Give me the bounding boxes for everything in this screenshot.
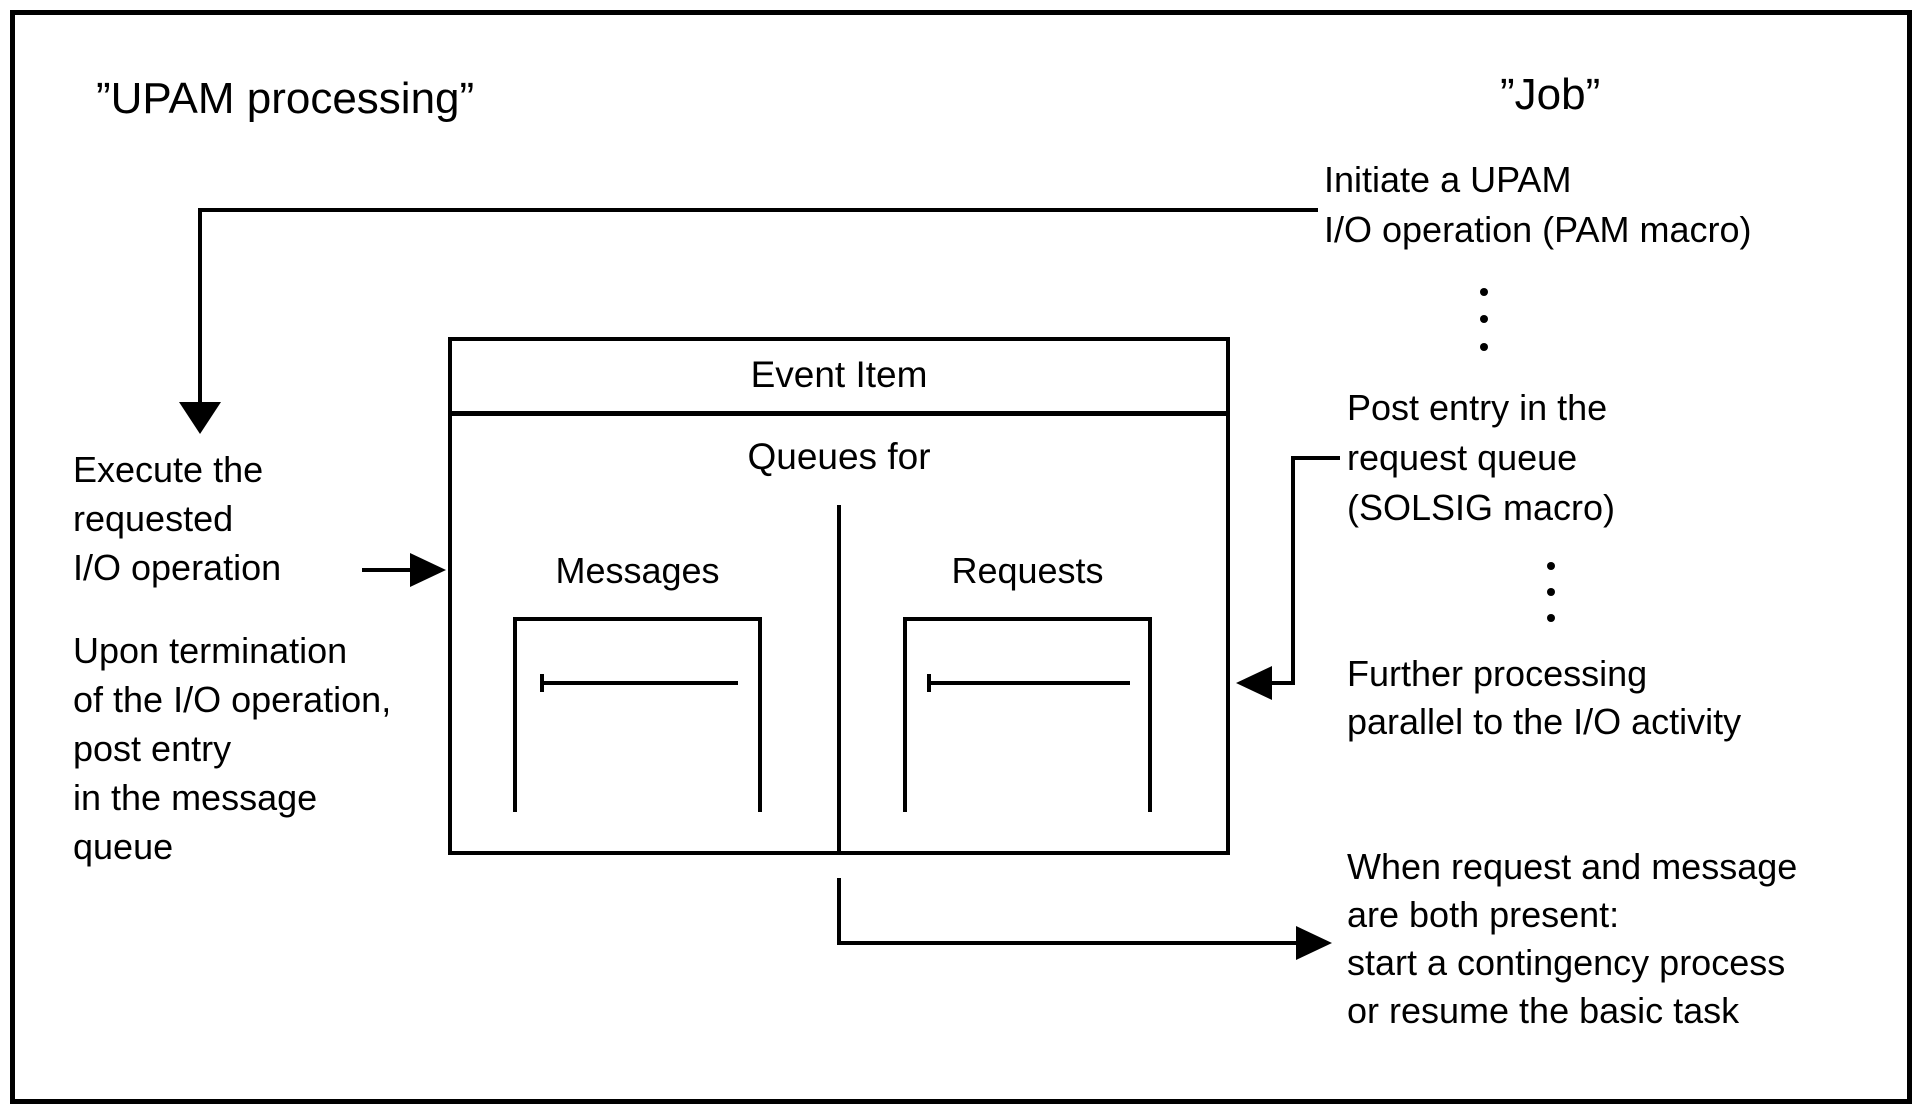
messages-queue-entry-line	[540, 681, 738, 685]
messages-queue-shape	[513, 617, 762, 812]
job-title: ”Job”	[1500, 70, 1601, 119]
upon-termination-note: Upon termination of the I/O operation, p…	[73, 630, 392, 867]
event-item-header-divider	[448, 411, 1230, 416]
connector-post-entry-stub	[1291, 456, 1340, 460]
ellipsis-dot	[1547, 562, 1555, 570]
requests-queue-shape	[903, 617, 1152, 812]
connector-execute-line	[362, 568, 412, 572]
arrowhead-left-into-box-icon	[1236, 666, 1272, 700]
connector-post-entry-vertical-line	[1291, 456, 1295, 685]
requests-label: Requests	[951, 550, 1104, 591]
event-item-header-label: Event Item	[750, 354, 928, 395]
messages-queue-entry-tick	[540, 674, 544, 692]
ellipsis-dot	[1547, 588, 1555, 596]
arrowhead-right-bottom-icon	[1296, 926, 1332, 960]
ellipsis-dot	[1480, 343, 1488, 351]
post-entry-note: Post entry in the request queue (SOLSIG …	[1347, 387, 1616, 528]
further-processing-note: Further processing parallel to the I/O a…	[1347, 653, 1742, 742]
requests-queue-entry-tick	[927, 674, 931, 692]
execute-io-note: Execute the requested I/O operation	[73, 449, 282, 588]
ellipsis-dot	[1480, 315, 1488, 323]
connector-bottom-vertical-line	[837, 878, 841, 945]
ellipsis-dot	[1480, 288, 1488, 296]
when-request-note: When request and message are both presen…	[1347, 846, 1798, 1031]
connector-bottom-horizontal-line	[837, 941, 1298, 945]
connector-initiate-horizontal-line	[198, 208, 1318, 212]
queue-divider-line	[837, 505, 841, 855]
connector-initiate-vertical-line	[198, 208, 202, 404]
arrowhead-down-icon	[179, 402, 221, 434]
diagram-frame	[10, 10, 1912, 1104]
requests-queue-entry-line	[927, 681, 1130, 685]
arrowhead-right-into-box-icon	[410, 553, 446, 587]
connector-post-entry-link	[1270, 681, 1295, 685]
ellipsis-dot	[1547, 614, 1555, 622]
initiate-upam-note: Initiate a UPAM I/O operation (PAM macro…	[1324, 159, 1752, 250]
messages-label: Messages	[555, 550, 720, 591]
upam-processing-title: ”UPAM processing”	[96, 74, 475, 123]
queues-for-label: Queues for	[747, 436, 931, 477]
